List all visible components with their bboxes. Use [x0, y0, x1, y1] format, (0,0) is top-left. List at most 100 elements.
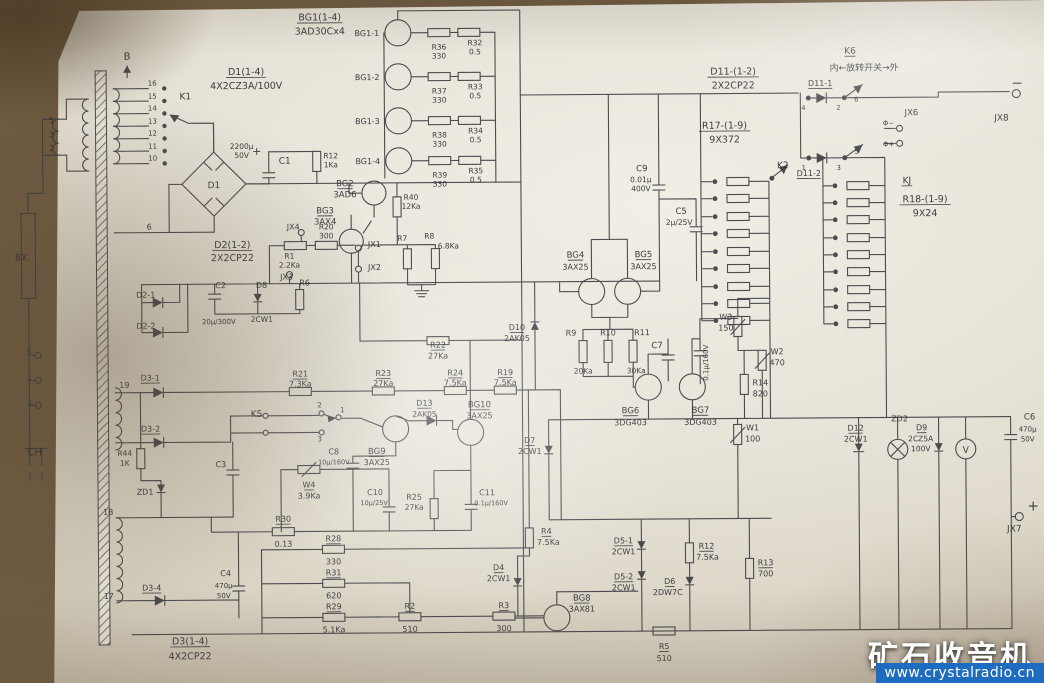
schematic-label: − [1011, 75, 1023, 91]
schematic-label: 16 [148, 80, 158, 88]
schematic-label: 2CW1 [612, 583, 636, 592]
schematic-label: D1(1-4) [228, 67, 264, 78]
schematic-label: C5 [675, 207, 686, 217]
schematic-label: K6 [844, 47, 856, 57]
schematic-label: BG1(1-4) [298, 12, 341, 23]
schematic-label: 27Ka [373, 379, 393, 388]
schematic-label: 330 [433, 180, 448, 189]
schematic-label: R4 [541, 527, 552, 536]
schematic-label: D2(1-2) [214, 240, 250, 251]
schematic-label: BG1-1 [355, 29, 380, 38]
schematic-label: 3AX81 [569, 604, 595, 613]
schematic-label: 3AX25 [562, 263, 588, 272]
schematic-label: 330 [432, 52, 447, 61]
schematic-label: 3DG403 [614, 418, 647, 427]
schematic-label: 3AD6 [333, 190, 356, 200]
schematic-label: 6 [854, 96, 858, 104]
schematic-label: C3 [215, 460, 226, 469]
schematic-label: 0.5 [470, 135, 482, 144]
schematic-label: C8 [328, 447, 339, 456]
schematic-label: D3-2 [141, 425, 160, 434]
schematic-label: D8 [256, 281, 267, 290]
schematic-label: C6 [1024, 412, 1035, 422]
schematic-label: 2CW1 [612, 547, 636, 556]
schematic-label: D1 [208, 181, 221, 191]
schematic-label: D2-2 [136, 322, 155, 331]
schematic-label: 0.01μ [630, 175, 652, 184]
schematic-label: R31 [326, 568, 342, 577]
schematic-label: K2 [777, 161, 789, 171]
schematic-label: 620 [326, 591, 341, 600]
schematic-label: R36 [432, 43, 447, 52]
schematic-label: K1 [179, 92, 191, 102]
schematic-label: + [252, 145, 261, 158]
schematic-label: 2X2CP22 [211, 253, 254, 264]
schematic-label: R21 [292, 369, 308, 378]
schematic-label: 0.1μ/160V [702, 344, 710, 380]
schematic-label: BG6 [622, 406, 640, 416]
schematic-label: R14 [752, 378, 768, 387]
schematic-label: D2-1 [136, 291, 155, 300]
schematic-label: D3-4 [142, 584, 161, 593]
schematic-label: R11 [634, 328, 650, 337]
schematic-label: BG4 [567, 251, 585, 261]
schematic-label: JX6 [904, 108, 919, 118]
schematic-label: 50V [217, 592, 231, 600]
schematic-label: R3 [498, 601, 509, 610]
schematic-label: R39 [432, 171, 447, 180]
schematic-label: 1K [120, 459, 131, 468]
schematic-label: W3 [719, 313, 732, 322]
schematic-label: D3(1-4) [172, 636, 208, 647]
schematic-label: 7.3Ka [289, 379, 312, 388]
schematic-label: 5 [49, 116, 54, 125]
schematic-label: 20Ka [574, 367, 593, 376]
schematic-label: 4 [801, 104, 805, 112]
schematic-label: 5.1Ka [323, 625, 346, 634]
schematic-label: 1 [27, 374, 32, 382]
schematic-label: 330 [432, 140, 447, 149]
schematic-label: C1 [279, 157, 291, 167]
schematic-label: R37 [432, 87, 447, 96]
schematic-label: 27Ka [428, 352, 448, 361]
schematic-label: 30Ka [627, 366, 646, 375]
schematic-label: D5-2 [614, 572, 633, 581]
schematic-label: JX3 [279, 273, 293, 282]
schematic-label: 470 [769, 358, 784, 367]
schematic-label: R28 [325, 534, 341, 543]
schematic-label: BG8 [573, 594, 591, 604]
schematic-label: 2DW7C [653, 588, 683, 597]
schematic-label: D10 [509, 323, 525, 332]
schematic-label: 0.5 [470, 175, 482, 184]
schematic-label: C11 [479, 488, 495, 497]
schematic-label: 2 [49, 144, 54, 153]
schematic-label: 27Ka [405, 503, 424, 512]
schematic-label: 50V [234, 151, 250, 160]
bridge-rectifier [168, 122, 322, 234]
schematic-label: C2 [215, 281, 226, 290]
schematic-label: 2CW1 [844, 435, 868, 444]
schematic-label: B [124, 52, 131, 63]
schematic-label: 2CZ5A [908, 434, 934, 443]
schematic-label: ZD2 [891, 414, 908, 423]
schematic-label: D4 [493, 563, 504, 572]
schematic-label: W4 [302, 480, 315, 489]
schematic-label: 2CW1 [487, 574, 511, 583]
schematic-label: 3AX25 [364, 458, 390, 467]
schematic-label: 14 [148, 105, 158, 113]
schematic-label: R40 [404, 193, 419, 202]
schematic-label: BG10 [468, 400, 491, 410]
schematic-label: 7.5Ka [696, 553, 719, 562]
schematic-label: ZD1 [137, 488, 154, 497]
schematic-label: 330 [432, 96, 447, 105]
schematic-label: D11-2 [797, 169, 821, 178]
relay-contact-banks [699, 84, 1021, 419]
schematic-label: 470μ [1019, 425, 1037, 433]
schematic-label: R20 [319, 222, 334, 231]
schematic-label: R38 [432, 131, 447, 140]
schematic-label: R13 [758, 558, 774, 567]
schematic-label: 3.9Ka [298, 491, 321, 500]
schematic-label: JX2 [367, 263, 381, 272]
schematic-label: R1 [284, 252, 294, 261]
schematic-label: 470μ [215, 582, 233, 590]
